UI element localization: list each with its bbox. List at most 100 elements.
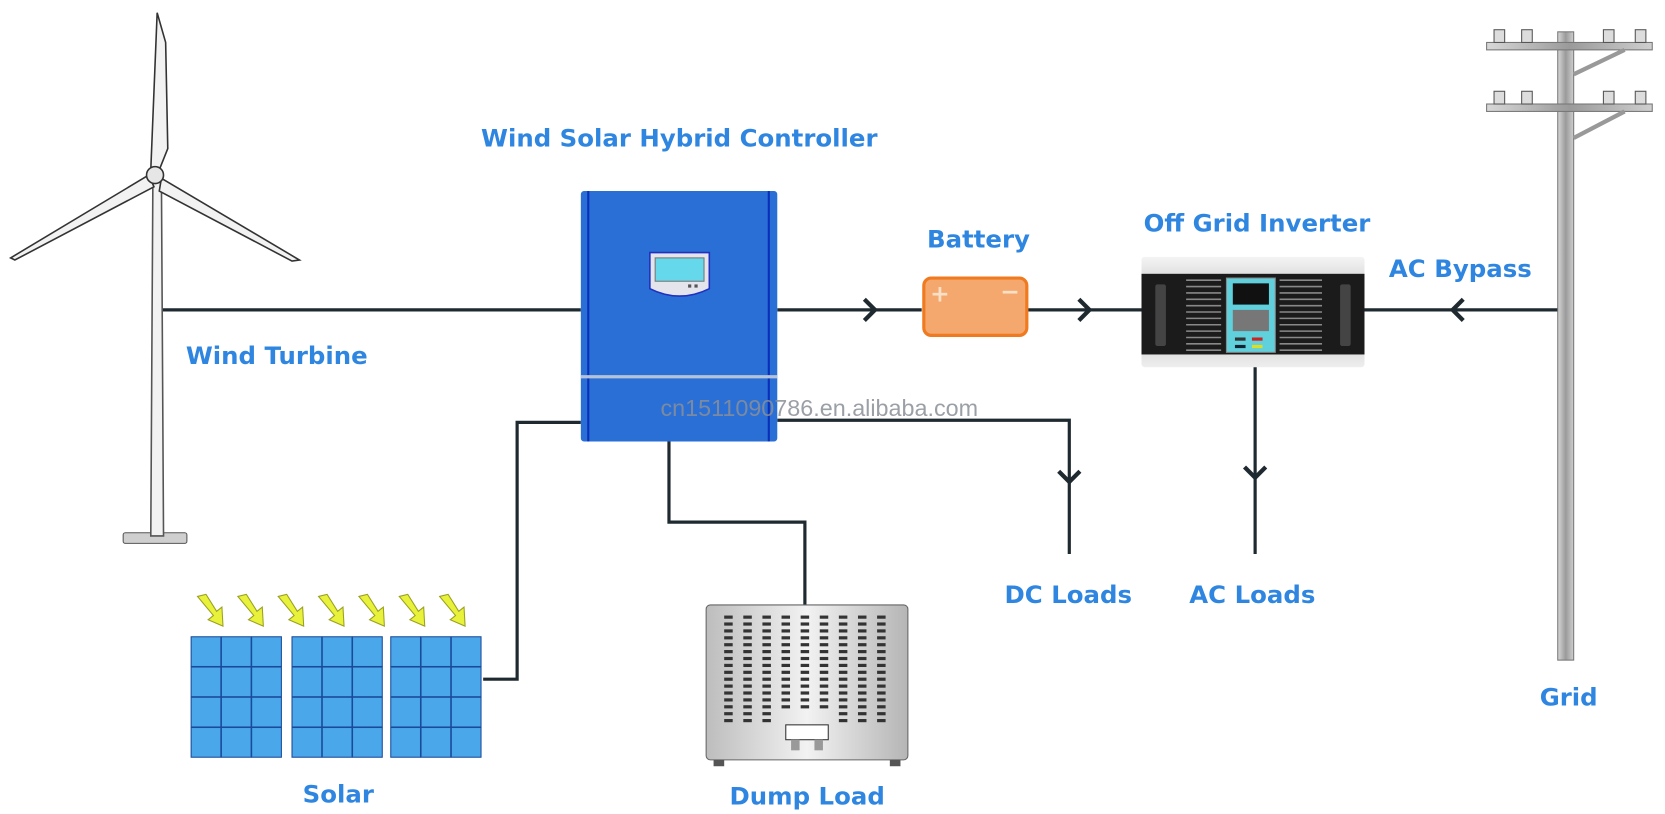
vent-slot bbox=[800, 705, 810, 709]
vent-slot bbox=[743, 677, 752, 681]
vent-slot bbox=[819, 643, 829, 647]
vent-slot bbox=[857, 705, 867, 709]
vent-slot bbox=[781, 650, 791, 654]
vent-slot bbox=[857, 691, 867, 695]
vent-slot bbox=[877, 636, 886, 640]
ac-loads-label: AC Loads bbox=[1189, 580, 1315, 609]
vent-slot bbox=[743, 719, 752, 723]
solar-cell bbox=[450, 726, 482, 758]
vent-slot bbox=[877, 629, 886, 633]
vent-slot bbox=[762, 656, 771, 661]
vent-slot bbox=[800, 643, 810, 647]
vent-slot bbox=[724, 705, 733, 709]
vent-slot bbox=[819, 663, 829, 668]
vent-slot bbox=[762, 650, 771, 654]
vent-slot bbox=[838, 670, 848, 674]
solar-cell bbox=[420, 696, 452, 728]
vent-slot bbox=[762, 670, 771, 674]
vent-slot bbox=[743, 656, 752, 661]
vent-slot bbox=[743, 698, 752, 702]
vent-slot bbox=[857, 622, 867, 626]
vent-slot bbox=[781, 636, 791, 640]
solar-cell bbox=[251, 726, 282, 758]
vent-slot bbox=[857, 677, 867, 681]
vent-slot bbox=[857, 643, 867, 647]
vent-slot bbox=[743, 670, 752, 674]
vent-slot bbox=[857, 650, 867, 654]
vent-slot bbox=[800, 677, 810, 681]
solar-cell bbox=[190, 726, 222, 758]
solar-label: Solar bbox=[303, 779, 374, 808]
vent-slot bbox=[743, 629, 752, 633]
battery-minus: − bbox=[1000, 277, 1020, 305]
vent-slot bbox=[724, 677, 733, 681]
vent-slot bbox=[838, 650, 848, 654]
solar-cell bbox=[251, 666, 282, 698]
vent-slot bbox=[877, 643, 886, 647]
vent-slot bbox=[800, 615, 810, 619]
vent-slot bbox=[743, 643, 752, 647]
solar-cell bbox=[352, 636, 383, 668]
vent-slot bbox=[743, 663, 752, 668]
vent-slot bbox=[781, 677, 791, 681]
wind-turbine-label: Wind Turbine bbox=[186, 341, 368, 370]
dump-load-label: Dump Load bbox=[729, 781, 884, 810]
solar-cell bbox=[450, 696, 482, 728]
solar-cell bbox=[291, 726, 323, 758]
vent-slot bbox=[724, 698, 733, 702]
solar-cell bbox=[352, 666, 383, 698]
vent-slot bbox=[857, 663, 867, 668]
vent-slot bbox=[800, 622, 810, 626]
vent-slot bbox=[877, 705, 886, 709]
vent-slot bbox=[743, 684, 752, 688]
vent-slot bbox=[762, 663, 771, 668]
solar-cell bbox=[291, 696, 323, 728]
solar-cell bbox=[190, 696, 222, 728]
arrow-ac-loads bbox=[1243, 465, 1268, 481]
vent-slot bbox=[781, 615, 791, 619]
vent-slot bbox=[743, 712, 752, 716]
vent-slot bbox=[877, 684, 886, 688]
solar-cell bbox=[321, 636, 353, 668]
vent-slot bbox=[724, 636, 733, 640]
inverter-label: Off Grid Inverter bbox=[1144, 208, 1371, 237]
vent-slot bbox=[743, 615, 752, 619]
vent-slot bbox=[838, 684, 848, 688]
vent-slot bbox=[800, 670, 810, 674]
solar-cell bbox=[220, 666, 252, 698]
vent-slot bbox=[838, 719, 848, 723]
vent-slot bbox=[724, 656, 733, 661]
vent-slot bbox=[819, 705, 829, 709]
vent-slot bbox=[877, 663, 886, 668]
vent-slot bbox=[857, 615, 867, 619]
solar-cell bbox=[321, 696, 353, 728]
vent-slot bbox=[838, 636, 848, 640]
wiring bbox=[157, 308, 1561, 681]
vent-slot bbox=[819, 691, 829, 695]
vent-slot bbox=[724, 684, 733, 688]
vent-slot bbox=[781, 663, 791, 668]
solar-cell bbox=[291, 636, 323, 668]
inverter-icon bbox=[1141, 256, 1365, 368]
solar-cell bbox=[390, 696, 422, 728]
vent-slot bbox=[819, 677, 829, 681]
solar-cell bbox=[420, 636, 452, 668]
vent-slot bbox=[781, 622, 791, 626]
vent-slot bbox=[800, 691, 810, 695]
vent-slot bbox=[781, 656, 791, 661]
solar-cell bbox=[220, 696, 252, 728]
hybrid-controller-icon bbox=[580, 191, 778, 442]
vent-slot bbox=[857, 636, 867, 640]
vent-slot bbox=[762, 684, 771, 688]
dc-loads-label: DC Loads bbox=[1005, 580, 1133, 609]
vent-slot bbox=[819, 650, 829, 654]
vent-slot bbox=[724, 663, 733, 668]
wind-turbine-icon bbox=[8, 12, 302, 544]
vent-slot bbox=[781, 698, 791, 702]
vent-slot bbox=[743, 691, 752, 695]
vent-slot bbox=[877, 622, 886, 626]
arrow-dc-loads bbox=[1057, 469, 1082, 485]
vent-slot bbox=[762, 643, 771, 647]
solar-cell bbox=[390, 666, 422, 698]
vent-slot bbox=[743, 622, 752, 626]
